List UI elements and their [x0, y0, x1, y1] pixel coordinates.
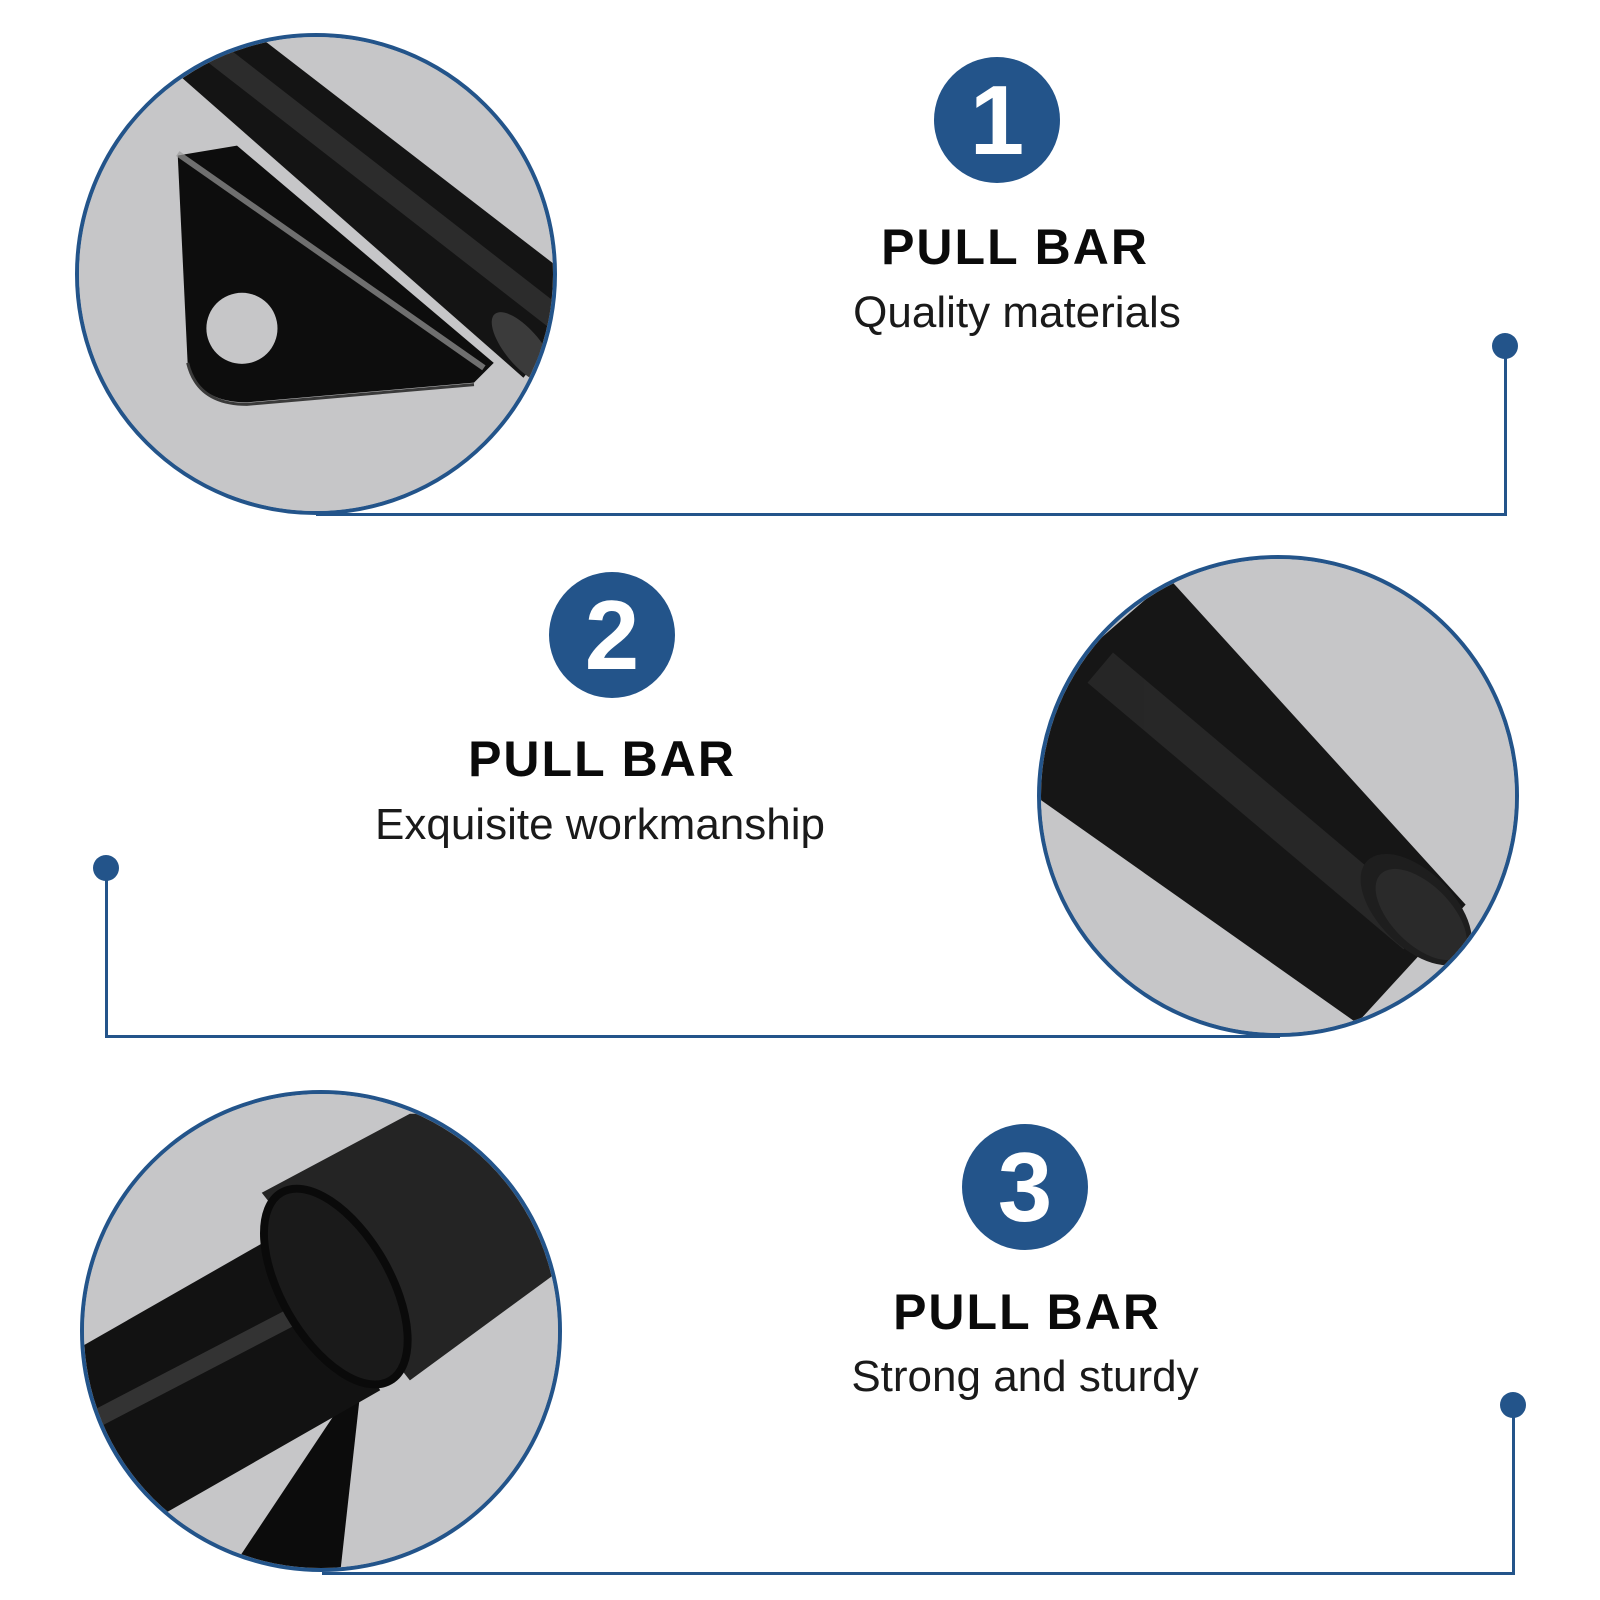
step-badge-3: 3 — [962, 1124, 1088, 1250]
bar-grip-image — [84, 1094, 558, 1568]
step-badge-2: 2 — [549, 572, 675, 698]
connector-line-1-vertical — [1504, 346, 1507, 516]
connector-line-3-horizontal — [322, 1572, 1515, 1575]
feature-3-photo — [80, 1090, 562, 1572]
connector-line-2-horizontal — [105, 1035, 1280, 1038]
step-number: 1 — [969, 65, 1025, 175]
feature-1-title: PULL BAR — [881, 219, 1149, 275]
step-number: 2 — [584, 580, 640, 690]
feature-1-photo — [75, 33, 557, 515]
feature-2-photo — [1037, 555, 1519, 1037]
step-number: 3 — [997, 1132, 1053, 1242]
connector-line-1-horizontal — [316, 513, 1507, 516]
bar-bracket-image — [79, 37, 553, 511]
step-badge-1: 1 — [934, 57, 1060, 183]
feature-3-subtitle: Strong and sturdy — [851, 1352, 1199, 1401]
feature-3-title: PULL BAR — [893, 1284, 1161, 1340]
connector-line-3-vertical — [1512, 1405, 1515, 1575]
feature-1-subtitle: Quality materials — [853, 288, 1181, 337]
feature-2-title: PULL BAR — [468, 731, 736, 787]
bar-end-image — [1041, 559, 1515, 1033]
feature-2-subtitle: Exquisite workmanship — [375, 800, 825, 849]
connector-line-2-vertical — [105, 868, 108, 1038]
